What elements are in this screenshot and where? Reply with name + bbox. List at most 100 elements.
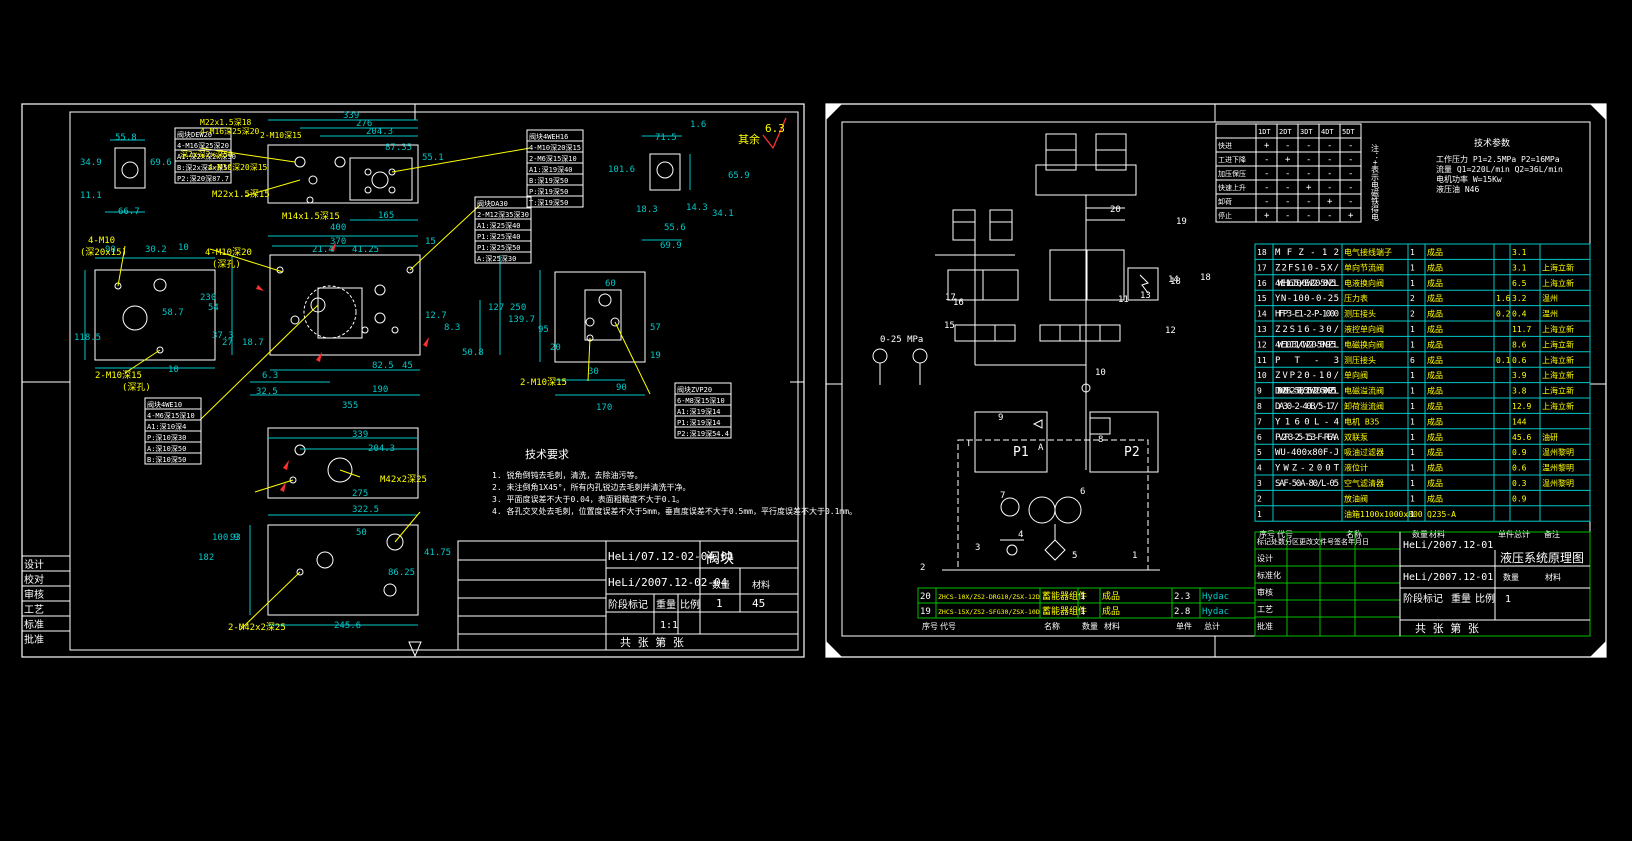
- parts-cell-mat: 成品: [1427, 478, 1443, 488]
- annotation-box-line: P1:深25深40: [477, 232, 521, 241]
- dimension-text: 20: [550, 343, 561, 353]
- parts-cell-name: 单向阀: [1344, 370, 1368, 380]
- dimension-text: 100.9: [212, 533, 239, 543]
- action-cell: -: [1348, 155, 1353, 165]
- air-breather: [1006, 544, 1018, 556]
- circuit-item-number: 6: [1080, 487, 1085, 497]
- dimension-text: 12.7: [425, 311, 447, 321]
- annotation-box: [674, 382, 732, 439]
- annotation-box-line: A1:深10深4: [147, 422, 186, 431]
- parts-cell-name: 电磁溢流阀: [1344, 386, 1384, 396]
- parts-cell-no: 14: [1257, 310, 1267, 319]
- relief-valve-block-p2: [1089, 411, 1159, 473]
- bottom-view-outline: [267, 524, 419, 616]
- port-circle: [374, 284, 386, 296]
- annotation-box-line: 4-M6深15深10: [147, 411, 195, 420]
- dimension-text: 6.3: [262, 371, 278, 381]
- dimension-text: 250: [510, 303, 526, 313]
- port-circle: [306, 196, 314, 204]
- action-cell: -: [1285, 197, 1290, 207]
- dimension-text: 4-M10深20: [205, 247, 252, 258]
- parts-cell-name: 吸油过滤器: [1344, 447, 1384, 457]
- dimension-text: 400: [330, 223, 346, 233]
- dimension-text: 276: [356, 119, 372, 129]
- material-label: 材料: [1545, 572, 1561, 582]
- dimension-text: 90: [616, 383, 627, 393]
- action-cell: +: [1306, 183, 1312, 193]
- annotation-box-line: A:深10深50: [147, 444, 186, 453]
- port-circle: [114, 282, 122, 290]
- dimension-text: M22x1.5深15: [212, 189, 270, 200]
- action-table-note: 注：+表示电磁铁得电: [1371, 143, 1380, 221]
- parts-cell-mat: 成品: [1427, 262, 1443, 272]
- action-cell: -: [1348, 141, 1353, 151]
- top-view: [267, 144, 419, 204]
- left-title-block: HeLi/07.12-02-04.01 HeLi/2007.12-02-04 阀…: [457, 540, 799, 651]
- dimension-text: 41.75: [424, 548, 451, 558]
- annotation-box-line: 阀块4WEH16: [529, 132, 568, 141]
- parts-cell-qty: 1: [1410, 494, 1415, 503]
- annotation-box-line: 6-M8深15深10: [677, 396, 725, 405]
- dimension-text: 69.6: [150, 158, 172, 168]
- parts-cell-code: PV2R3-25-153-F-REAA: [1275, 433, 1340, 443]
- extra-parts-cell-name: 蓄能器组件: [1042, 605, 1087, 617]
- parts-cell-no: 3: [1257, 479, 1262, 488]
- parts-header-cell: 总计: [1514, 529, 1530, 539]
- action-col-header: 4DT: [1321, 128, 1334, 136]
- parts-cell-mat: 成品: [1427, 247, 1443, 257]
- detail-outline: [114, 147, 146, 189]
- qty-label: 数量: [1503, 572, 1519, 582]
- dimension-text: 37.3: [212, 331, 234, 341]
- parts-cell-note: 上海立新: [1542, 401, 1574, 411]
- annotation-box-line: 2-M12深35深30: [477, 210, 529, 219]
- right-view-pocket: [584, 289, 622, 341]
- cylinder: [989, 209, 1013, 241]
- dimension-text: 69.9: [660, 241, 682, 251]
- parts-cell-qty: 1: [1410, 433, 1415, 442]
- action-cell: -: [1264, 197, 1269, 207]
- parts-cell-w1: 0.1: [1496, 356, 1511, 365]
- circuit-item-number: 19: [1176, 217, 1187, 227]
- port-circle: [374, 312, 386, 324]
- parts-cell-no: 15: [1257, 294, 1267, 303]
- action-col-header: 2DT: [1279, 128, 1292, 136]
- dimension-text: 101.6: [608, 165, 635, 175]
- action-cell: +: [1327, 197, 1333, 207]
- parts-cell-mat: 成品: [1427, 401, 1443, 411]
- circuit-item-number: 11: [1118, 295, 1129, 305]
- dimension-text: 14.3: [686, 203, 708, 213]
- qty-value: 1: [716, 597, 723, 610]
- sheet-count: 共 张 第 张: [620, 635, 684, 649]
- dimension-text: 71.5: [655, 133, 677, 143]
- parts-cell-note: 上海立新: [1542, 339, 1574, 349]
- annotation-box-line: T:深19深50: [529, 198, 568, 207]
- scale-value: 1: [1505, 594, 1511, 605]
- circuit-label: 18: [1170, 277, 1181, 287]
- action-cell: -: [1348, 169, 1353, 179]
- dimension-text: 54: [208, 303, 219, 313]
- parts-cell-code: Z2S16-30/: [1275, 325, 1339, 335]
- parts-cell-name: 双联泵: [1344, 433, 1368, 442]
- parts-cell-code: WU-400x80F-J: [1275, 448, 1339, 458]
- parts-cell-mat: 成品: [1427, 463, 1443, 473]
- parts-cell-qty: 1: [1410, 387, 1415, 396]
- dimension-text: 50.8: [462, 348, 484, 358]
- center-mark-bottom: [408, 641, 422, 658]
- parts-cell-note: 温州黎明: [1542, 478, 1574, 488]
- cylinder: [1095, 133, 1127, 171]
- extra-parts-header-cell: 代号: [940, 621, 956, 631]
- strip-label: 校对: [24, 573, 44, 586]
- extra-parts-cell-note: Hydac: [1202, 592, 1229, 602]
- parts-cell-no: 11: [1257, 356, 1267, 365]
- parts-cell-w2: 0.3: [1512, 479, 1527, 488]
- action-cell: -: [1285, 141, 1290, 151]
- annotation-box-line: P:深19深50: [529, 187, 568, 196]
- parts-cell-name: 卸荷溢流阀: [1344, 401, 1384, 411]
- port-circle: [388, 168, 396, 176]
- dimension-text: 18.3: [636, 205, 658, 215]
- relief-valve-block-p1: [974, 411, 1048, 473]
- circuit-item-number: 5: [1072, 551, 1077, 561]
